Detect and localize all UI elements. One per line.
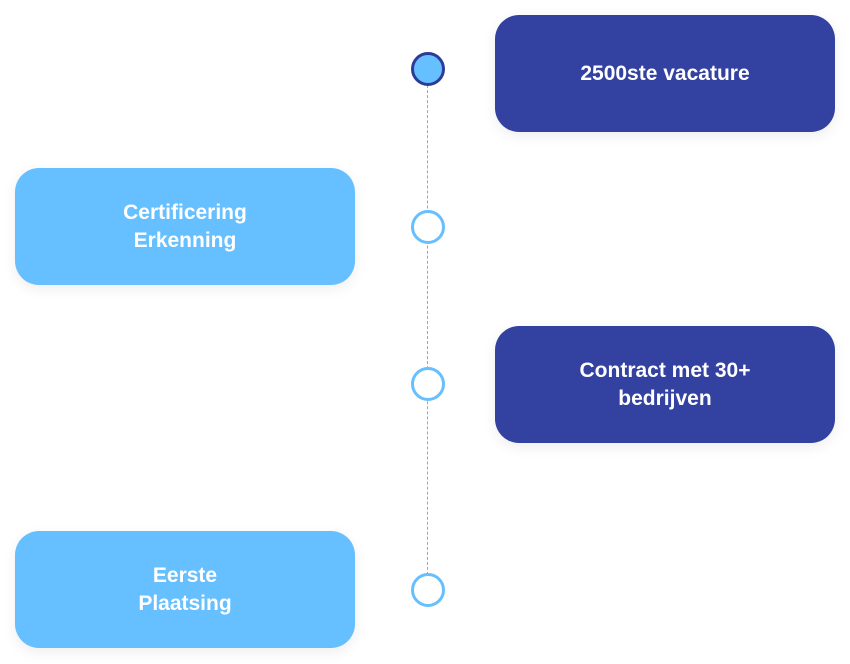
milestone-card: 2500ste vacature — [495, 15, 835, 132]
milestone-label: 2500ste vacature — [580, 61, 750, 85]
timeline-node — [411, 210, 445, 244]
milestone-card: Certificering Erkenning — [15, 168, 355, 285]
timeline-node — [411, 573, 445, 607]
timeline-node-active — [411, 52, 445, 86]
milestone-label: Contract met 30+ bedrijven — [579, 358, 751, 410]
milestone-label: Eerste Plaatsing — [138, 563, 232, 615]
milestone-card: Contract met 30+ bedrijven — [495, 326, 835, 443]
timeline-connector-line — [427, 70, 428, 590]
milestone-label: Certificering Erkenning — [123, 200, 247, 252]
milestone-card: Eerste Plaatsing — [15, 531, 355, 648]
timeline-node — [411, 367, 445, 401]
